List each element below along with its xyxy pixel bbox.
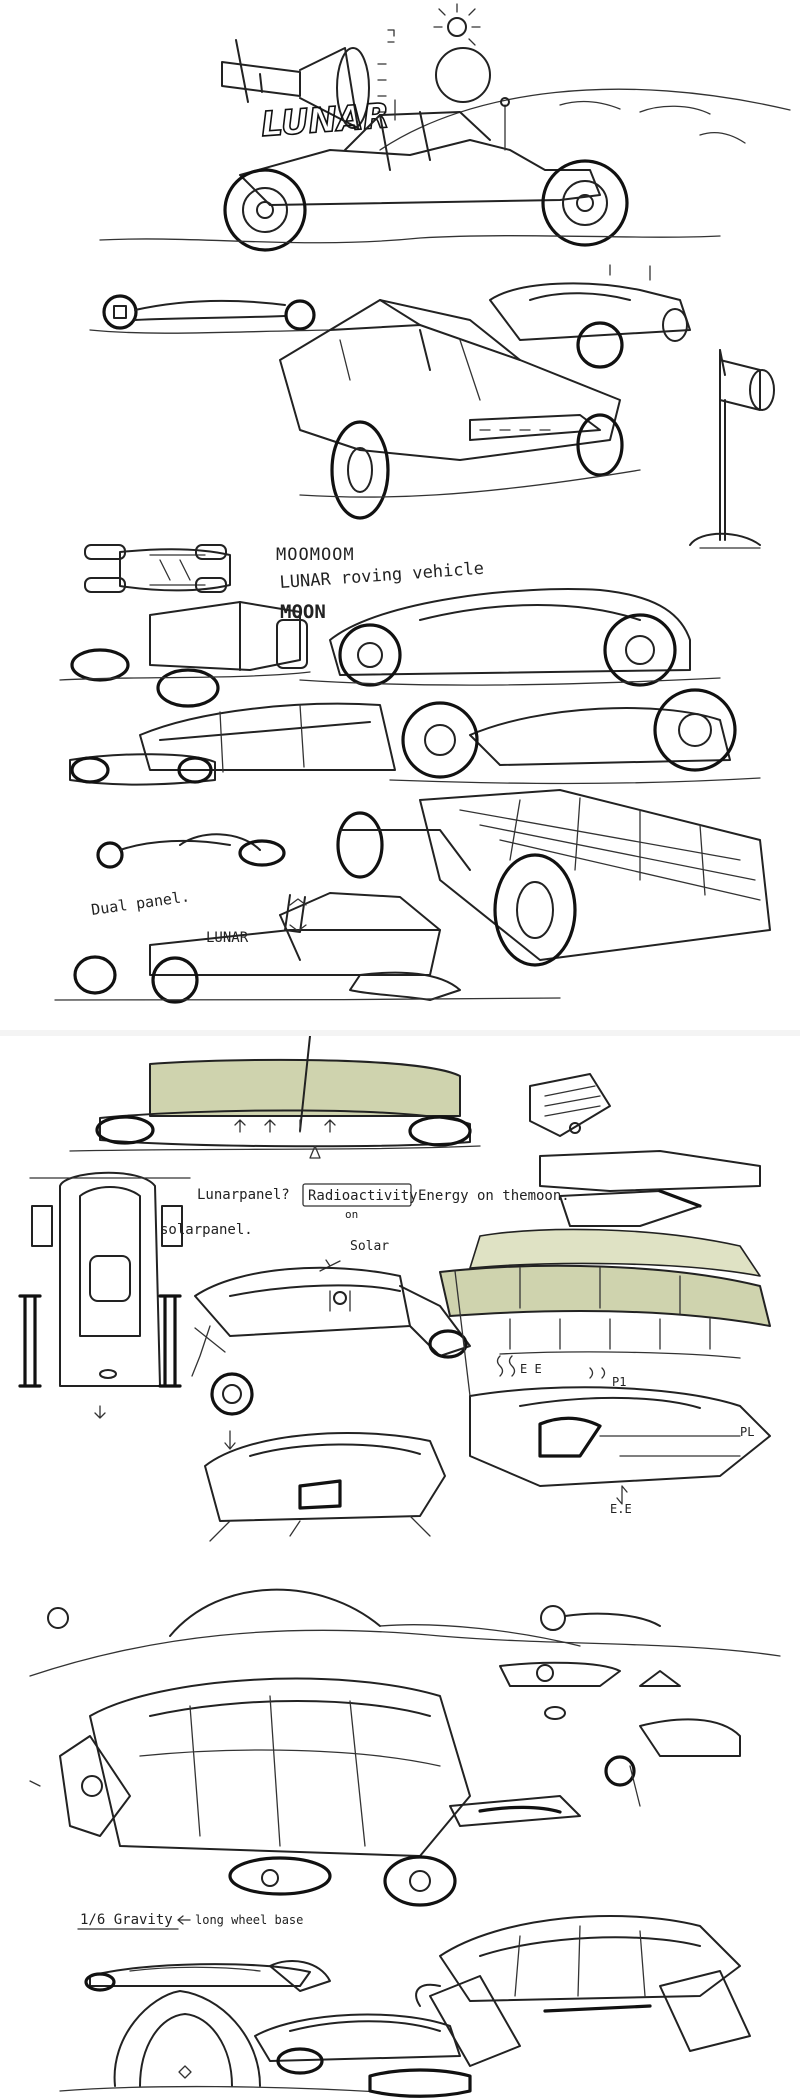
green-stacked-panels-sketch bbox=[439, 1228, 771, 1397]
layered-energy-rover-sketch bbox=[469, 1355, 771, 1505]
small-tri-wheel-sketch bbox=[96, 833, 286, 869]
long-wheelbase-rover-sketch bbox=[29, 1677, 581, 1907]
long-flat-rover-sketch bbox=[69, 702, 396, 786]
sleek-rover-side-sketch bbox=[299, 588, 721, 687]
buggy-three-quarter-small bbox=[489, 264, 691, 369]
sheet-divider bbox=[0, 1030, 800, 1036]
lunar-buggy-main bbox=[99, 97, 721, 252]
sketch-sheet-bottom: Lunarpanel? Radioactivity on Energy on t… bbox=[0, 1036, 800, 2100]
note-moon: MOON bbox=[280, 601, 326, 623]
low-profile-rover-sketch bbox=[254, 2013, 472, 2098]
tracked-module-sketch bbox=[529, 1073, 611, 1137]
radioactivity-box bbox=[302, 1183, 412, 1207]
note-dual-panel: Dual panel. bbox=[90, 887, 191, 919]
note-long-wheel-base: long wheel base bbox=[195, 1913, 303, 1927]
note-moonmoom: MOOMOOM bbox=[276, 545, 355, 565]
green-panel-rover-sketch bbox=[69, 1036, 481, 1159]
small-rover-parts-sketch bbox=[499, 1605, 741, 1807]
landscape-planet-sketch bbox=[29, 1588, 781, 1677]
note-radioactivity: Radioactivity bbox=[308, 1188, 418, 1204]
sketch-canvas-top: LUNAR bbox=[54, 3, 791, 1004]
lunar-logo: LUNAR bbox=[260, 96, 391, 145]
sketch-canvas-bottom: Lunarpanel? Radioactivity on Energy on t… bbox=[18, 1036, 781, 2098]
solar-top-rover-sketch bbox=[336, 789, 771, 967]
moon-sketch bbox=[435, 47, 491, 103]
front-view-rover-sketch bbox=[59, 1990, 381, 2093]
rover-roll-cage-sketch bbox=[279, 299, 641, 520]
note-solar-panel: solarpanel. bbox=[160, 1222, 253, 1238]
big-wheel-rover-sketch bbox=[389, 688, 761, 785]
note-p1: P1 bbox=[612, 1375, 626, 1389]
note-on: on bbox=[345, 1208, 358, 1221]
heavy-rover-bottom-sketch bbox=[415, 1915, 751, 2067]
note-solar: Solar bbox=[350, 1239, 389, 1254]
horizon-arc bbox=[379, 88, 791, 151]
gravity-note-group: 1/6 Gravity long wheel base bbox=[77, 1912, 303, 1930]
note-pl: PL bbox=[740, 1425, 754, 1439]
note-ee-bottom: E.E bbox=[610, 1502, 632, 1516]
sun-sketch bbox=[433, 3, 481, 46]
buggy-side-sketch bbox=[89, 294, 331, 334]
bug-rover-sketch bbox=[204, 1430, 446, 1542]
thin-side-car-sketch bbox=[84, 1960, 331, 1992]
chassis-top-view-sketch bbox=[84, 544, 231, 593]
note-lunar-panel: Lunarpanel? bbox=[197, 1187, 290, 1203]
note-ee-top: E E bbox=[520, 1362, 542, 1376]
rover-top-view-sketch bbox=[18, 1171, 191, 1419]
spotlight-sketch bbox=[221, 29, 395, 129]
floor-lamp-sketch bbox=[689, 349, 775, 549]
note-gravity: 1/6 Gravity bbox=[80, 1912, 173, 1928]
folded-panel-sketch bbox=[539, 1150, 761, 1227]
blocky-rover-sketch bbox=[59, 601, 311, 708]
pod-rover-sketch bbox=[191, 1266, 471, 1416]
lunar-label-side: LUNAR bbox=[206, 930, 249, 946]
dual-panel-rover-sketch: LUNAR bbox=[54, 892, 561, 1004]
sketch-sheet-top: LUNAR bbox=[0, 0, 800, 1030]
note-energy-on-the-moon: Energy on themoon. bbox=[418, 1188, 570, 1204]
